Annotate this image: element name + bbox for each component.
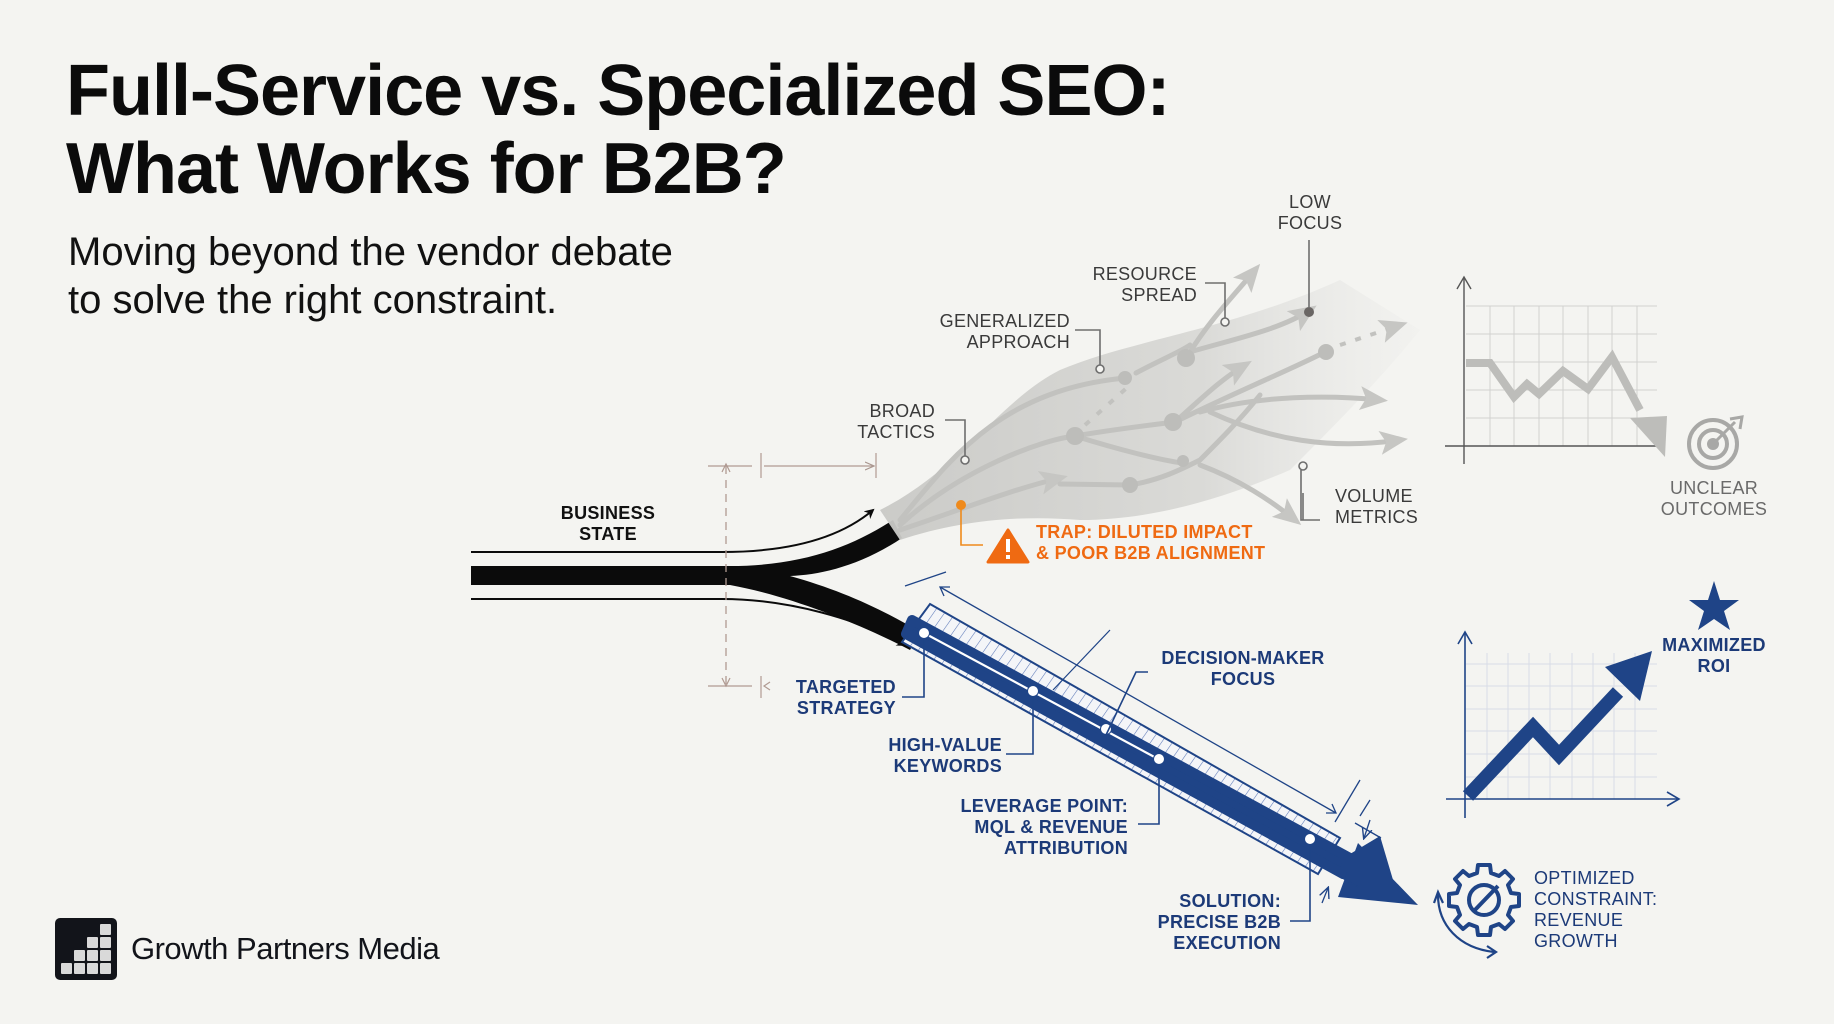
high-value-keywords-label-2: KEYWORDS — [894, 756, 1002, 776]
business-state-origin: BUSINESS STATE — [471, 453, 920, 698]
broad-tactics-label-2: TACTICS — [857, 422, 935, 442]
volume-metrics-label-2: METRICS — [1335, 507, 1418, 527]
full-service-path: BROAD TACTICS GENERALIZED APPROACH RESOU… — [857, 192, 1420, 564]
low-focus-label-1: LOW — [1289, 192, 1331, 212]
low-focus-node — [1304, 307, 1314, 317]
business-state-label-1: BUSINESS — [561, 503, 655, 523]
unclear-outcomes-label-2: OUTCOMES — [1661, 499, 1767, 519]
gear-icon — [1432, 863, 1521, 959]
page-subtitle: Moving beyond the vendor debate to solve… — [68, 228, 673, 324]
title-line-1: Full-Service vs. Specialized SEO: — [66, 51, 1170, 131]
solution-label-1: SOLUTION: — [1179, 891, 1281, 911]
generalized-approach-label-2: APPROACH — [967, 332, 1070, 352]
trap-label-2: & POOR B2B ALIGNMENT — [1036, 543, 1265, 563]
leverage-point-label-2: MQL & REVENUE — [974, 817, 1128, 837]
broad-tactics-label-1: BROAD — [869, 401, 935, 421]
milestone-nodes — [918, 627, 1316, 845]
title-line-2: What Works for B2B? — [66, 129, 787, 209]
solution-label-2: PRECISE B2B — [1158, 912, 1281, 932]
business-state-label-2: STATE — [579, 524, 637, 544]
optimized-constraint-label-1: OPTIMIZED — [1534, 868, 1635, 888]
upper-guide-arrow — [471, 508, 875, 553]
brand-name: Growth Partners Media — [131, 931, 440, 966]
volume-metrics-label-1: VOLUME — [1335, 486, 1413, 506]
subtitle-line-1: Moving beyond the vendor debate — [68, 230, 673, 274]
brand-logo: Growth Partners Media — [55, 918, 440, 980]
resource-spread-label-1: RESOURCE — [1093, 264, 1197, 284]
maximized-roi-label-1: MAXIMIZED — [1662, 635, 1766, 655]
solution-label-3: EXECUTION — [1173, 933, 1281, 953]
target-icon — [1687, 415, 1744, 470]
leverage-point-label-1: LEVERAGE POINT: — [960, 796, 1128, 816]
targeted-strategy-label-1: TARGETED — [796, 677, 896, 697]
decision-maker-focus-label-1: DECISION-MAKER — [1161, 648, 1324, 668]
specialized-path: TARGETED STRATEGY HIGH-VALUE KEYWORDS DE… — [796, 571, 1418, 953]
decision-maker-focus-label-2: FOCUS — [1211, 669, 1276, 689]
declining-chart: UNCLEAR OUTCOMES — [1445, 275, 1767, 519]
leverage-point-label-3: ATTRIBUTION — [1004, 838, 1128, 858]
optimized-constraint-label-4: GROWTH — [1534, 931, 1618, 951]
generalized-approach-label-1: GENERALIZED — [940, 311, 1070, 331]
star-icon — [1689, 581, 1739, 630]
optimized-constraint-outcome: OPTIMIZED CONSTRAINT: REVENUE GROWTH — [1432, 863, 1657, 959]
trap-label-1: TRAP: DILUTED IMPACT — [1036, 522, 1253, 542]
warning-icon — [986, 528, 1030, 564]
main-path-split — [471, 520, 920, 650]
optimized-constraint-label-3: REVENUE — [1534, 910, 1623, 930]
low-focus-label-2: FOCUS — [1278, 213, 1343, 233]
trap-callout: TRAP: DILUTED IMPACT & POOR B2B ALIGNMEN… — [956, 500, 1265, 564]
maximized-roi-label-2: ROI — [1698, 656, 1731, 676]
branch-nodes — [1066, 344, 1334, 493]
page-title: Full-Service vs. Specialized SEO: What W… — [66, 51, 1170, 209]
diffuse-fan-shape — [880, 280, 1420, 540]
optimized-constraint-label-2: CONSTRAINT: — [1534, 889, 1657, 909]
subtitle-line-2: to solve the right constraint. — [68, 278, 558, 322]
targeted-strategy-label-2: STRATEGY — [797, 698, 896, 718]
bar-steps-logo-icon — [55, 918, 117, 980]
length-dimension-line — [939, 586, 1337, 814]
resource-spread-label-2: SPREAD — [1121, 285, 1197, 305]
high-value-keywords-label-1: HIGH-VALUE — [888, 735, 1002, 755]
unclear-outcomes-label-1: UNCLEAR — [1670, 478, 1758, 498]
rising-chart: MAXIMIZED ROI — [1446, 581, 1766, 818]
